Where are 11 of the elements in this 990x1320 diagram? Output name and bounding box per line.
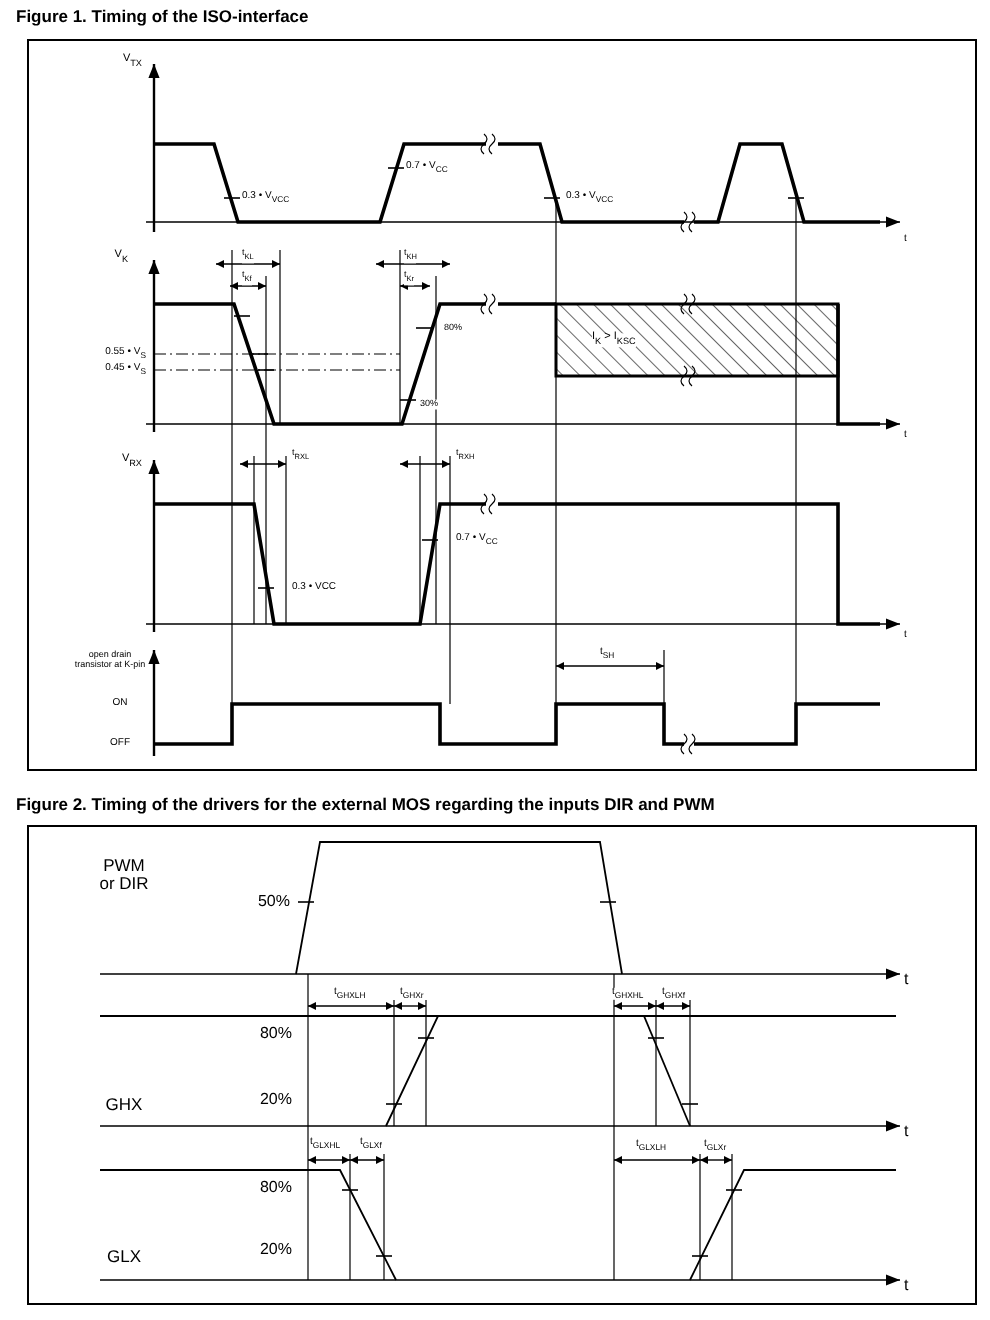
threshold-label: 50% <box>257 894 290 910</box>
threshold-label: 20% <box>259 1092 292 1108</box>
threshold-label: 80% <box>259 1180 292 1196</box>
axis-label: t <box>904 972 909 988</box>
axis-label: t <box>904 1124 909 1140</box>
threshold-label: 20% <box>259 1242 292 1258</box>
signal-label: PWM or DIR <box>94 857 154 891</box>
threshold-label: 80% <box>259 1026 292 1042</box>
figure-title: Figure 2. Timing of the drivers for the external MOS regarding the inputs DIR and PWM <box>16 795 715 813</box>
axis-label: t <box>904 1278 909 1294</box>
figure-title: Figure 1. Timing of the ISO-interface <box>16 7 309 25</box>
